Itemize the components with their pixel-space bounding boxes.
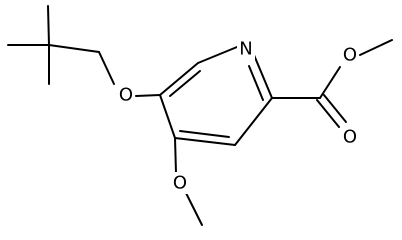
- bond-ether-o-ch2: [98, 51, 115, 85]
- bond-c5-ether-o: [135, 94, 161, 97]
- bond-ring-n-c2: [253, 54, 273, 99]
- bond-ch2-cq: [48, 44, 100, 53]
- bond-carbonyl-o-single: [319, 66, 341, 99]
- bond-carbonyl-o-double-a: [316, 99, 340, 128]
- bond-ring-c6-n: [197, 46, 238, 64]
- atom-label-o-ester-single: O: [343, 45, 357, 66]
- bond-ring-c5-c6-inner: [169, 70, 201, 97]
- atom-label-o-neopentyloxy: O: [119, 85, 133, 106]
- bond-c4-methoxy-o: [174, 137, 177, 174]
- atom-label-o-ester-double: O: [343, 127, 357, 148]
- bond-ring-c4-c5: [159, 94, 176, 139]
- atom-labels: N O O O O: [117, 38, 359, 194]
- atom-label-n: N: [239, 39, 252, 60]
- bond-ring-c5-c6: [159, 62, 199, 96]
- molecule-structure: N O O O O: [7, 5, 393, 226]
- bond-ring-n-c2-inner: [248, 65, 264, 101]
- bond-ring-c3-c4: [174, 137, 236, 146]
- bond-cq-methyl-top: [47, 5, 50, 46]
- atom-label-o-methoxy: O: [173, 173, 187, 194]
- bond-carbonyl-o-double-b: [323, 94, 347, 123]
- bonds: [7, 5, 393, 226]
- bond-ester-o-methyl: [359, 39, 393, 56]
- bond-methoxy-o-methyl: [185, 192, 203, 226]
- bond-ring-c2-c3: [234, 97, 273, 146]
- bond-ring-c3-c4-inner: [179, 130, 230, 138]
